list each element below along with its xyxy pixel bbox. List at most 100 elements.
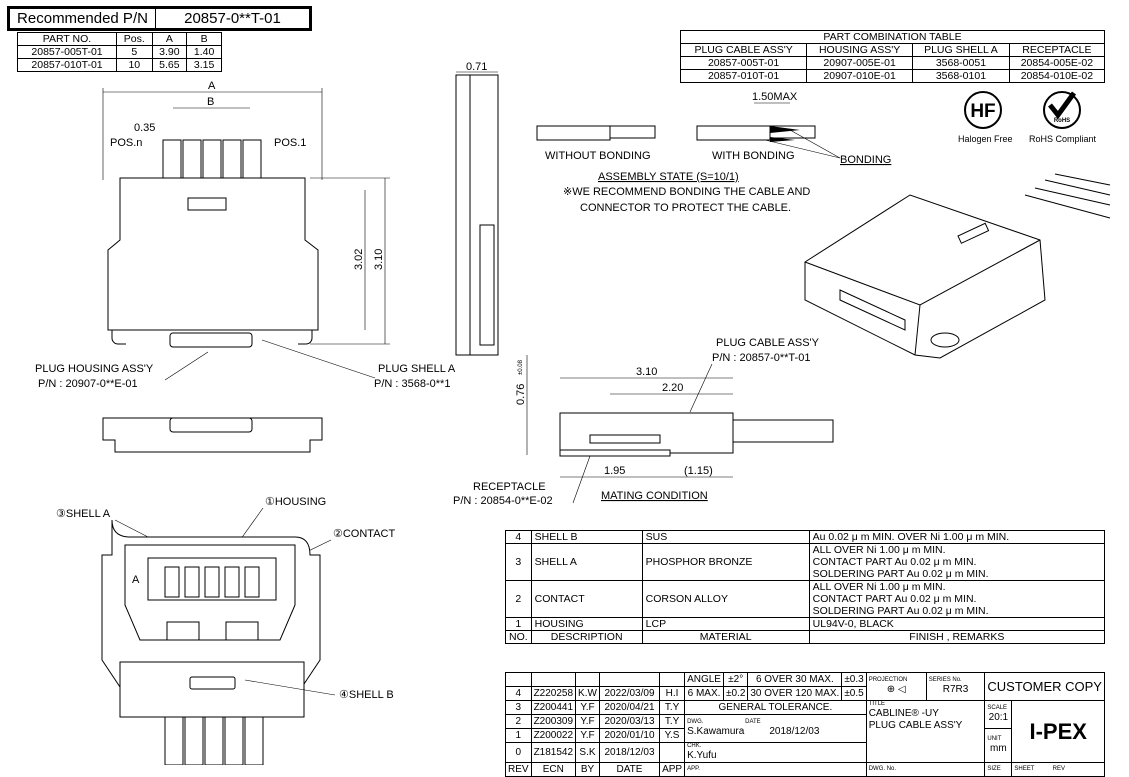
cell-desc: HOUSING [530,617,643,631]
without-bonding-label: WITHOUT BONDING [545,150,651,162]
cell: 2022/03/09 [598,686,661,701]
dim-height-302: 3.02 [353,249,365,270]
cell: Z181542 [530,742,577,763]
contact-callout: ②CONTACT [333,528,395,540]
header-finish: FINISH , REMARKS [808,630,1106,644]
chk-label: CHK. [687,743,702,749]
rohs-label: RoHS Compliant [1029,134,1097,144]
chk-cell: CHK.K.Yufu [684,742,867,763]
header: RECEPTACLE [1008,43,1106,57]
cell: 20857-010T-01 [679,69,808,83]
dim-pitch: 0.35 [134,122,155,134]
cell: S.K [575,742,600,763]
cell: H.I [659,686,686,701]
recommended-label: Recommended P/N [10,9,156,28]
cell-material: PHOSPHOR BRONZE [641,543,810,581]
header-no: NO. [505,630,532,644]
receptacle-label: RECEPTACLE [473,481,546,493]
tol-value: ±0.5 [841,686,867,701]
cell-material: SUS [641,530,810,544]
cell: 1.40 [186,45,222,59]
cell: 2020/03/13 [598,714,661,729]
tol-value: ±0.3 [841,672,867,687]
cell: 2020/04/21 [598,700,661,715]
dim-height-310: 3.10 [373,249,385,270]
tol-range: 6 OVER 30 MAX. [747,672,843,687]
drawn-date: 2018/12/03 [769,726,820,737]
header-part-no: PART NO. [16,32,118,46]
cell: Z200441 [530,700,577,715]
dim-310: 3.10 [636,366,657,378]
finish-line: SOLDERING PART Au 0.02 μ m MIN. [812,568,989,580]
dim-220: 2.20 [662,382,683,394]
cell: Z200022 [530,728,577,743]
dim-b: B [207,96,214,108]
cell: 20907-005E-01 [806,56,914,70]
shell-b-callout: ④SHELL B [339,689,394,701]
cell: 20854-005E-02 [1008,56,1106,70]
tol-range: 6 MAX. [684,686,724,701]
cell: 10 [116,58,153,72]
unit-label: UNIT [987,736,1002,742]
cell-material: CORSON ALLOY [641,580,810,618]
cell-material: LCP [641,617,810,631]
assembly-state: 1.50MAX WITHOUT BONDING WITH BONDING BON… [536,91,891,214]
cell-desc: SHELL B [530,530,643,544]
bonding-label: BONDING [840,154,891,166]
assembly-state-title: ASSEMBLY STATE (S=10/1) [598,171,739,183]
rohs-logo: RoHS [1054,118,1070,124]
cell: Z200309 [530,714,577,729]
header-material: MATERIAL [641,630,810,644]
projection-label: PROJECTION [868,677,908,683]
title-line-2: PLUG CABLE ASS'Y [868,720,963,731]
recommended-pn-box: Recommended P/N 20857-0**T-01 [7,6,312,31]
dim-a: A [208,80,216,92]
hf-label: Halogen Free [958,134,1013,144]
cell: Z220258 [530,686,577,701]
cell: Y.F [575,714,600,729]
header: HOUSING ASS'Y [806,43,914,57]
recommended-value: 20857-0**T-01 [184,10,281,27]
shell-pn: P/N : 3568-0**1 [374,378,450,390]
housing-label: PLUG HOUSING ASS'Y [35,363,154,375]
cell: K.W [575,686,600,701]
hf-badge: HF Halogen Free [958,91,1013,144]
series-label: SERIES No. [928,677,962,683]
housing-callout: ①HOUSING [265,496,326,508]
shell-label: PLUG SHELL A [378,363,456,375]
cell: 0 [505,742,532,763]
cell-no: 4 [505,530,532,544]
cell: 20857-005T-01 [679,56,808,70]
sheet-rev-labels: SHEET REV [1014,766,1065,772]
cell: T.Y [659,714,686,729]
dwg-no-label: DWG. No. [868,766,897,772]
cell: 3568-0101 [912,69,1010,83]
check-icon [1048,91,1077,120]
title-line-1: CABLINE® -UY [868,708,939,719]
cell-finish: ALL OVER Ni 1.00 μ m MIN.CONTACT PART Au… [808,580,1106,618]
projection-symbol-icon: ⊕ ◁ [886,684,906,695]
cell: Y.F [575,700,600,715]
cell: 3 [505,700,532,715]
dim-076: 0.76 [515,384,527,405]
finish-line: CONTACT PART Au 0.02 μ m MIN. [812,556,977,568]
dim-side: 0.71 [466,61,487,73]
cell: 1 [505,728,532,743]
bottom-view [102,417,323,453]
projection-cell: PROJECTION⊕ ◁ [865,672,927,701]
cell-desc: CONTACT [530,580,643,618]
title-block: ANGLE±2°6 OVER 30 MAX.±0.3 PROJECTION⊕ ◁… [505,672,1105,777]
